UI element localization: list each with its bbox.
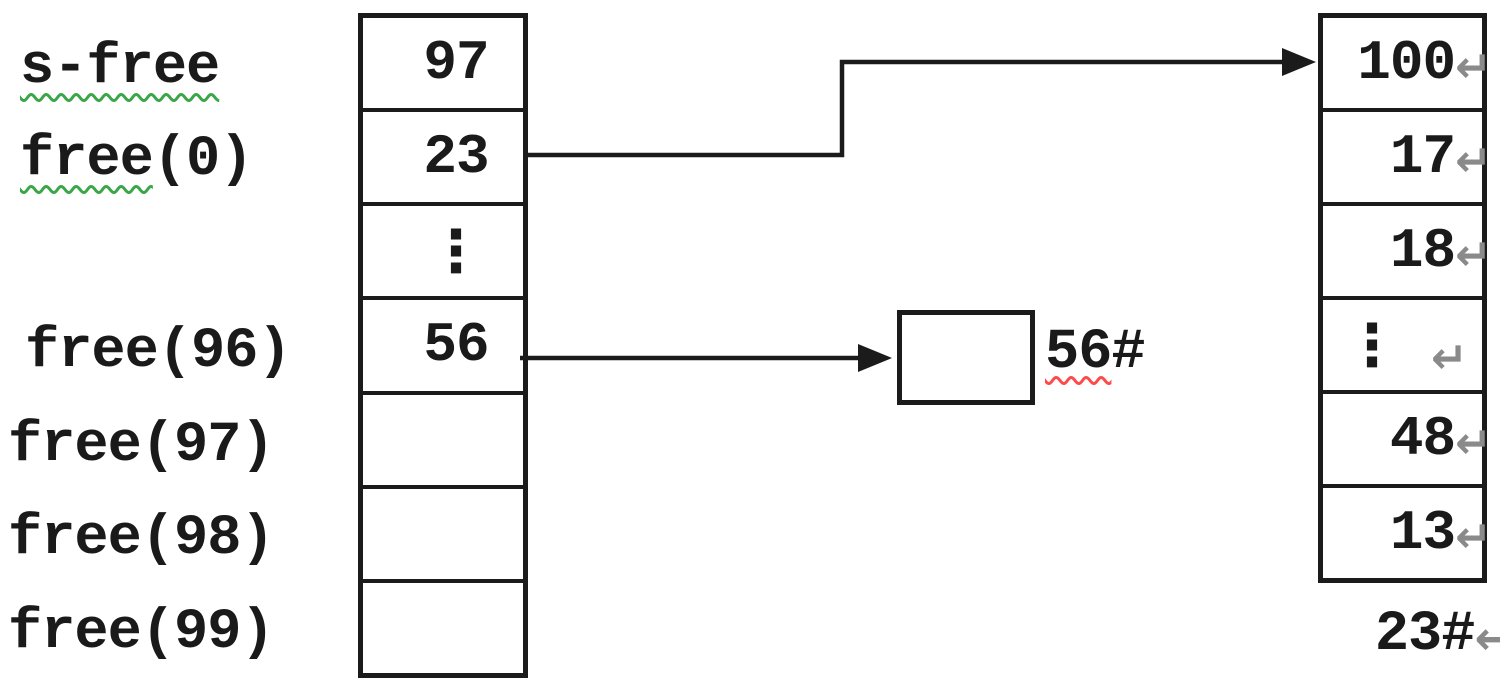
table-row: 23 — [363, 112, 523, 207]
ellipsis-vertical-icon: ⋮ — [1343, 310, 1401, 379]
table-row — [363, 583, 523, 673]
free-array-table: 97 23 ⋮ 56 — [358, 13, 528, 678]
label-free-96-text: free(96) — [25, 320, 292, 384]
detached-block-suffix: # — [1111, 321, 1145, 385]
detached-block-number: 56 — [1045, 321, 1112, 385]
label-free-97-text: free(97) — [8, 414, 275, 478]
ellipsis-vertical-icon: ⋮ — [427, 217, 485, 286]
cell-value: 48 — [1389, 407, 1456, 471]
table-row: 17↵ — [1323, 112, 1492, 206]
return-mark-icon: ↵ — [1455, 230, 1492, 281]
return-mark-icon: ↵ — [1455, 512, 1492, 563]
table-row: 13↵ — [1323, 488, 1492, 578]
label-free-0: free(0) — [20, 122, 254, 198]
table-row — [363, 395, 523, 489]
label-free-97: free(97) — [8, 408, 275, 484]
detached-block-label: 56# — [1045, 315, 1146, 391]
cell-value: 56 — [423, 313, 489, 378]
label-free-0-text: free — [20, 128, 154, 192]
table-row — [363, 489, 523, 583]
label-free-98: free(98) — [8, 501, 275, 577]
table-row: 100↵ — [1323, 18, 1492, 112]
cell-value: 13 — [1389, 501, 1456, 565]
label-free-0-rest: (0) — [152, 128, 254, 192]
label-free-99-text: free(99) — [8, 601, 275, 665]
cell-value: 18 — [1389, 219, 1456, 283]
table-row: 56 — [363, 300, 523, 395]
cell-value: 23 — [423, 125, 489, 190]
return-mark-icon: ↵ — [1455, 418, 1492, 469]
table-row: 48↵ — [1323, 394, 1492, 488]
footer-note-text: 23# — [1374, 603, 1476, 667]
return-mark-icon: ↵ — [1431, 333, 1468, 384]
label-free-98-text: free(98) — [8, 507, 275, 571]
return-mark-icon: ↵ — [1474, 611, 1500, 665]
table-row: 97 — [363, 18, 523, 113]
cell-value: 17 — [1389, 125, 1456, 189]
arrow-23-to-100-line — [524, 59, 1282, 158]
return-mark-icon: ↵ — [1455, 42, 1492, 93]
arrow-56-to-block-head — [858, 344, 892, 372]
footer-note: 23#↵ — [1330, 597, 1500, 673]
label-free-99: free(99) — [8, 595, 275, 671]
table-row: ⋮↵ — [1323, 300, 1482, 394]
table-row: ⋮ — [363, 206, 523, 301]
table-row: 18↵ — [1323, 206, 1492, 300]
label-s-free: s-free — [20, 30, 220, 106]
label-s-free-text: s-free — [20, 36, 220, 100]
cell-value: 100 — [1357, 31, 1456, 95]
cell-value: 97 — [423, 31, 489, 96]
arrow-23-to-100-head — [1282, 48, 1316, 76]
label-free-96: free(96) — [25, 314, 292, 390]
return-mark-icon: ↵ — [1455, 136, 1492, 187]
free-block-table: 100↵ 17↵ 18↵ ⋮↵ 48↵ 13↵ — [1318, 13, 1492, 583]
detached-block — [897, 310, 1035, 405]
